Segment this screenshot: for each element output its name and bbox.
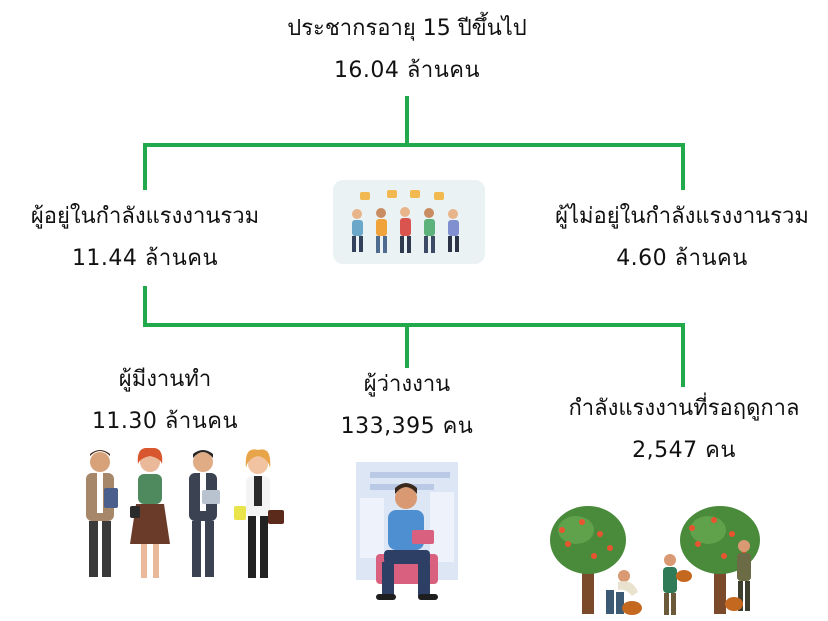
unemployed-title: ผู้ว่างงาน	[363, 372, 451, 397]
unemployed-node: ผู้ว่างงาน 133,395 คน	[300, 370, 514, 442]
seasonal-value: 2,547 คน	[632, 438, 736, 463]
not-in-labor-force-value: 4.60 ล้านคน	[616, 246, 748, 271]
employed-node: ผู้มีงานทำ 11.30 ล้านคน	[30, 365, 300, 437]
unemployed-value: 133,395 คน	[340, 414, 474, 439]
not-in-labor-force-node: ผู้ไม่อยู่ในกำลังแรงงานรวม 4.60 ล้านคน	[536, 202, 828, 274]
seasonal-node: กำลังแรงงานที่รอฤดูกาล 2,547 คน	[540, 394, 828, 466]
employed-title: ผู้มีงานทำ	[118, 367, 212, 392]
in-labor-force-node: ผู้อยู่ในกำลังแรงงานรวม 11.44 ล้านคน	[0, 202, 290, 274]
unemployed-person-icon	[356, 462, 458, 600]
fruit-harvest-icon	[550, 506, 760, 615]
group-of-people-icon	[333, 180, 485, 264]
in-labor-force-title: ผู้อยู่ในกำลังแรงงานรวม	[30, 204, 260, 229]
seasonal-title: กำลังแรงงานที่รอฤดูกาล	[568, 396, 800, 421]
workers-icon	[86, 448, 284, 578]
employed-value: 11.30 ล้านคน	[91, 409, 239, 434]
root-node: ประชากรอายุ 15 ปีขึ้นไป 16.04 ล้านคน	[0, 14, 814, 86]
not-in-labor-force-title: ผู้ไม่อยู่ในกำลังแรงงานรวม	[555, 204, 809, 229]
in-labor-force-value: 11.44 ล้านคน	[71, 246, 219, 271]
root-value: 16.04 ล้านคน	[333, 58, 481, 83]
root-title: ประชากรอายุ 15 ปีขึ้นไป	[287, 16, 527, 41]
